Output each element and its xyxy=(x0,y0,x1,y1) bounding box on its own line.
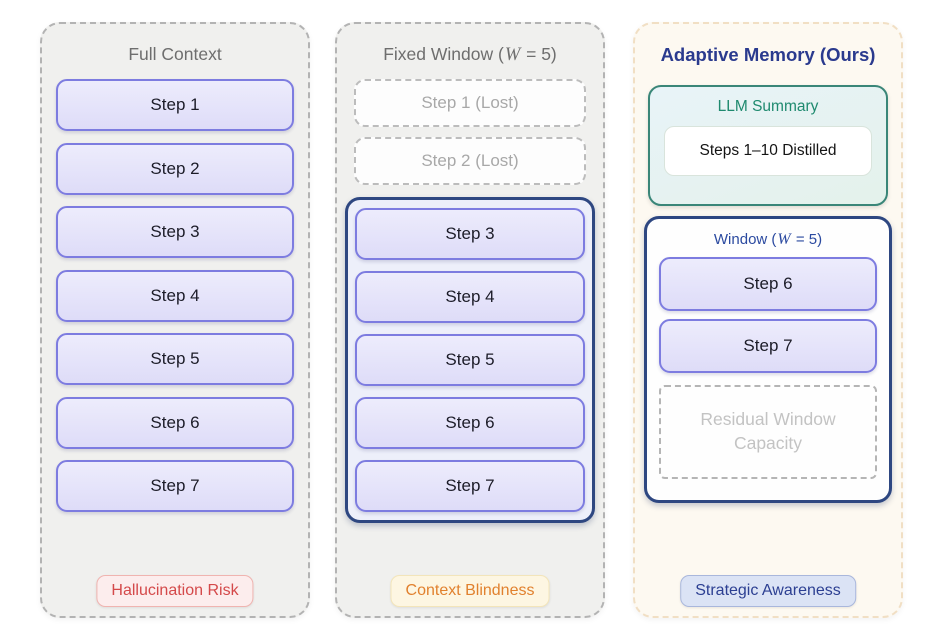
panel-full-context: Full Context Step 1 Step 2 Step 3 Step 4… xyxy=(40,22,310,618)
step-box: Step 4 xyxy=(355,271,585,323)
fixed-title-suffix: = 5) xyxy=(521,44,557,64)
step-box: Step 3 xyxy=(355,208,585,260)
step-box: Step 7 xyxy=(56,460,294,512)
hallucination-risk-badge: Hallucination Risk xyxy=(96,575,254,607)
math-variable-w: W xyxy=(504,44,521,65)
step-box: Step 7 xyxy=(355,460,585,512)
window-label-prefix: Window ( xyxy=(713,231,777,248)
step-box: Step 6 xyxy=(659,257,877,311)
llm-summary-container: LLM Summary Steps 1–10 Distilled xyxy=(648,85,888,206)
panel-adaptive-memory-title: Adaptive Memory (Ours) xyxy=(660,44,876,65)
step-box: Step 5 xyxy=(355,334,585,386)
residual-capacity-box: Residual Window Capacity xyxy=(659,385,877,479)
context-blindness-badge: Context Blindness xyxy=(390,575,550,607)
panel-fixed-window-title: Fixed Window (W = 5) xyxy=(337,44,603,65)
fixed-window-container: Step 3 Step 4 Step 5 Step 6 Step 7 xyxy=(345,197,595,523)
panel-fixed-window: Fixed Window (W = 5) Step 1 (Lost) Step … xyxy=(335,22,605,618)
lost-steps: Step 1 (Lost) Step 2 (Lost) xyxy=(354,79,586,185)
fixed-title-prefix: Fixed Window ( xyxy=(383,44,504,64)
step-box: Step 6 xyxy=(56,396,294,449)
step-box: Step 6 xyxy=(355,397,585,449)
step-box: Step 3 xyxy=(56,206,294,258)
step-box: Step 7 xyxy=(659,319,877,373)
panel-full-context-title: Full Context xyxy=(128,44,222,64)
adaptive-window-container: Window (W = 5) Step 6 Step 7 Residual Wi… xyxy=(644,216,892,503)
panel-adaptive-memory: Adaptive Memory (Ours) LLM Summary Steps… xyxy=(633,22,903,618)
step-box: Step 5 xyxy=(56,333,294,385)
full-context-steps: Step 1 Step 2 Step 3 Step 4 Step 5 Step … xyxy=(42,79,308,512)
adaptive-window-label: Window (W = 5) xyxy=(659,231,877,249)
distilled-summary-box: Steps 1–10 Distilled xyxy=(664,126,872,176)
window-label-suffix: = 5) xyxy=(791,231,823,248)
math-variable-w: W xyxy=(777,231,791,248)
step-box: Step 1 xyxy=(56,79,294,131)
step-box: Step 2 xyxy=(56,142,294,195)
step-box: Step 4 xyxy=(56,269,294,322)
llm-summary-label: LLM Summary xyxy=(717,98,819,115)
adaptive-window-steps: Step 6 Step 7 xyxy=(659,257,877,373)
strategic-awareness-badge: Strategic Awareness xyxy=(680,575,856,607)
lost-step-box: Step 1 (Lost) xyxy=(354,79,586,127)
lost-step-box: Step 2 (Lost) xyxy=(354,137,586,185)
